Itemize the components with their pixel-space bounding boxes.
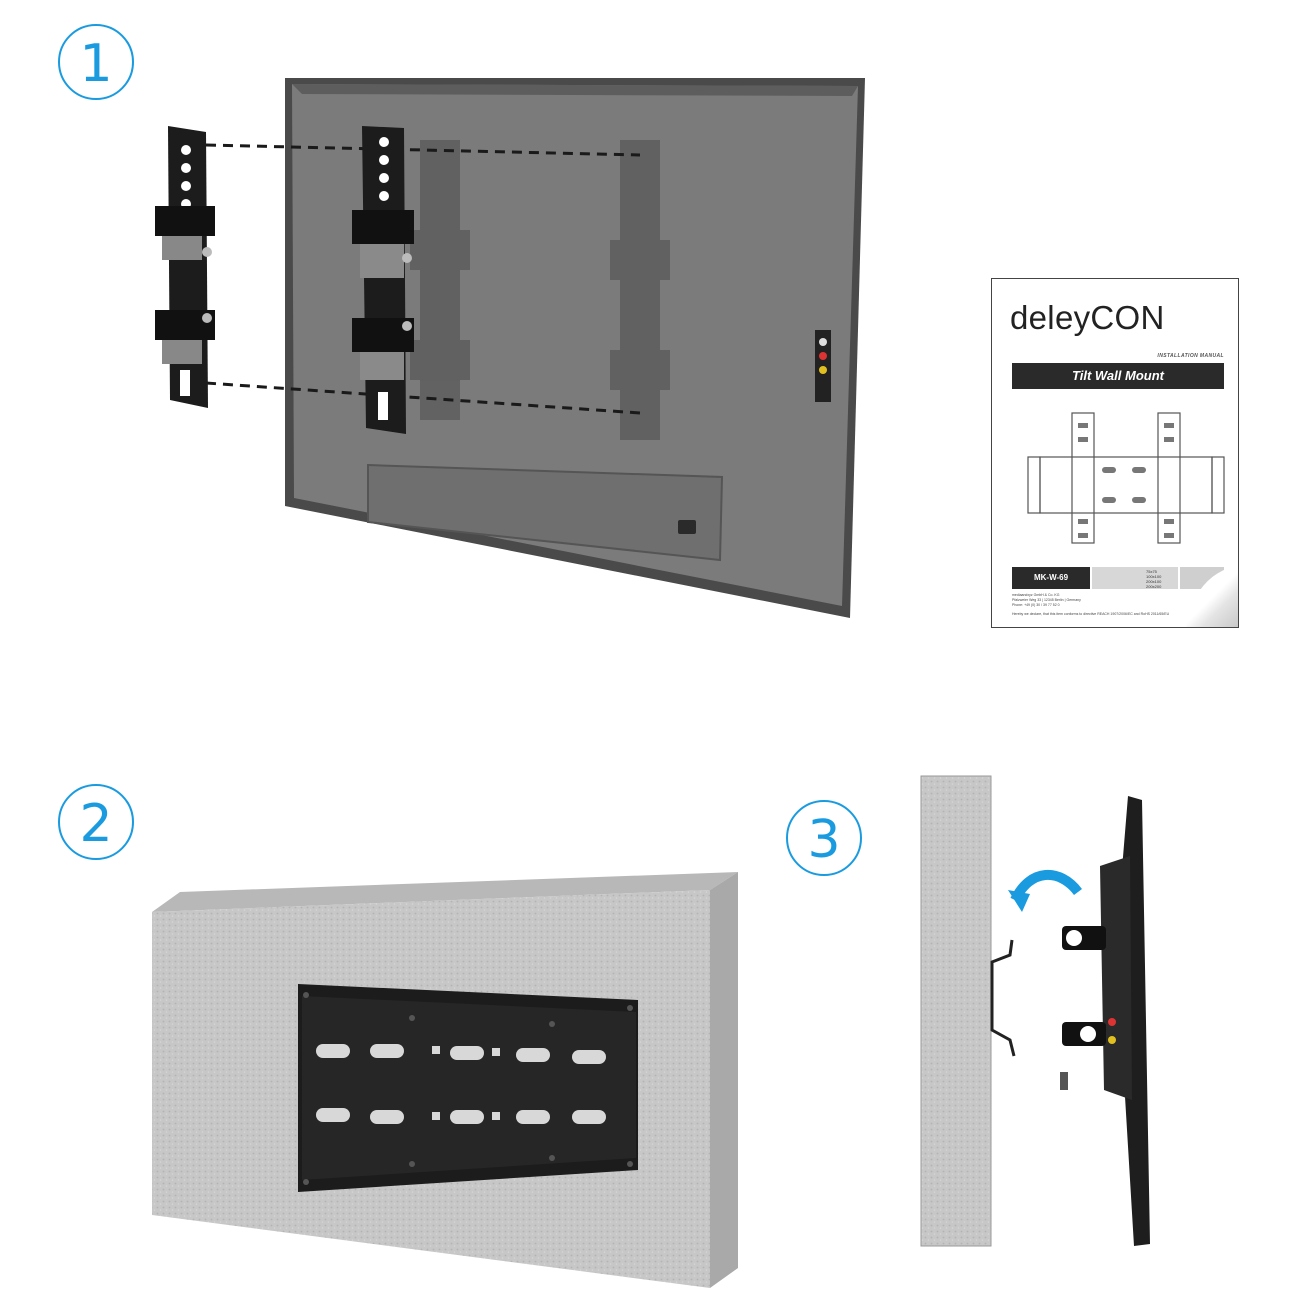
wall-plate-profile [990, 939, 1016, 1057]
step-2-badge: 2 [58, 784, 134, 860]
guide-line-top [205, 143, 641, 157]
power-socket-icon [678, 520, 696, 534]
installation-manual: deleyCON INSTALLATION MANUAL Tilt Wall M… [991, 278, 1239, 628]
ghost-bracket-right [610, 140, 670, 440]
wall-plate [298, 984, 638, 1192]
wall-section [921, 776, 991, 1246]
attached-tv-bracket [352, 126, 414, 434]
tv-bracket-hooks [1060, 926, 1106, 1090]
manual-brand: deleyCON [1010, 299, 1165, 336]
wall-block-side [710, 872, 738, 1288]
loose-tv-bracket [155, 126, 215, 408]
hang-arrow-icon [1010, 870, 1082, 903]
manual-vesa-sizes: 75x75 100x100 200x100 200x200 [1146, 569, 1162, 589]
wall-block-top [152, 872, 738, 912]
manual-model: MK-W-69 [1012, 567, 1090, 589]
manual-address-line-3: Phone: +49 (0) 30 / 39 77 52 0 [1012, 603, 1060, 607]
manual-vesa-box [1092, 567, 1178, 589]
tv-bottom-recess [367, 463, 724, 562]
step-3-badge: 3 [786, 800, 862, 876]
manual-address-line-2: Pfalzweier Weg 33 | 12345 Berlin | Germa… [1012, 598, 1081, 602]
manual-title-bar: Tilt Wall Mount [1012, 363, 1224, 389]
step-1-badge: 1 [58, 24, 134, 100]
manual-title: Tilt Wall Mount [1072, 368, 1164, 383]
ghost-bracket-left [410, 140, 470, 420]
manual-bracket-diagram [1027, 412, 1225, 586]
tv-profile-ports [1108, 1018, 1116, 1044]
manual-address-line-1: mediaandxyz GmbH & Co. KG [1012, 593, 1060, 597]
manual-subtitle: INSTALLATION MANUAL [1157, 353, 1224, 359]
manual-conformity: Hereby we declare, that this item confor… [1012, 612, 1170, 616]
guide-line-bottom [205, 381, 641, 415]
